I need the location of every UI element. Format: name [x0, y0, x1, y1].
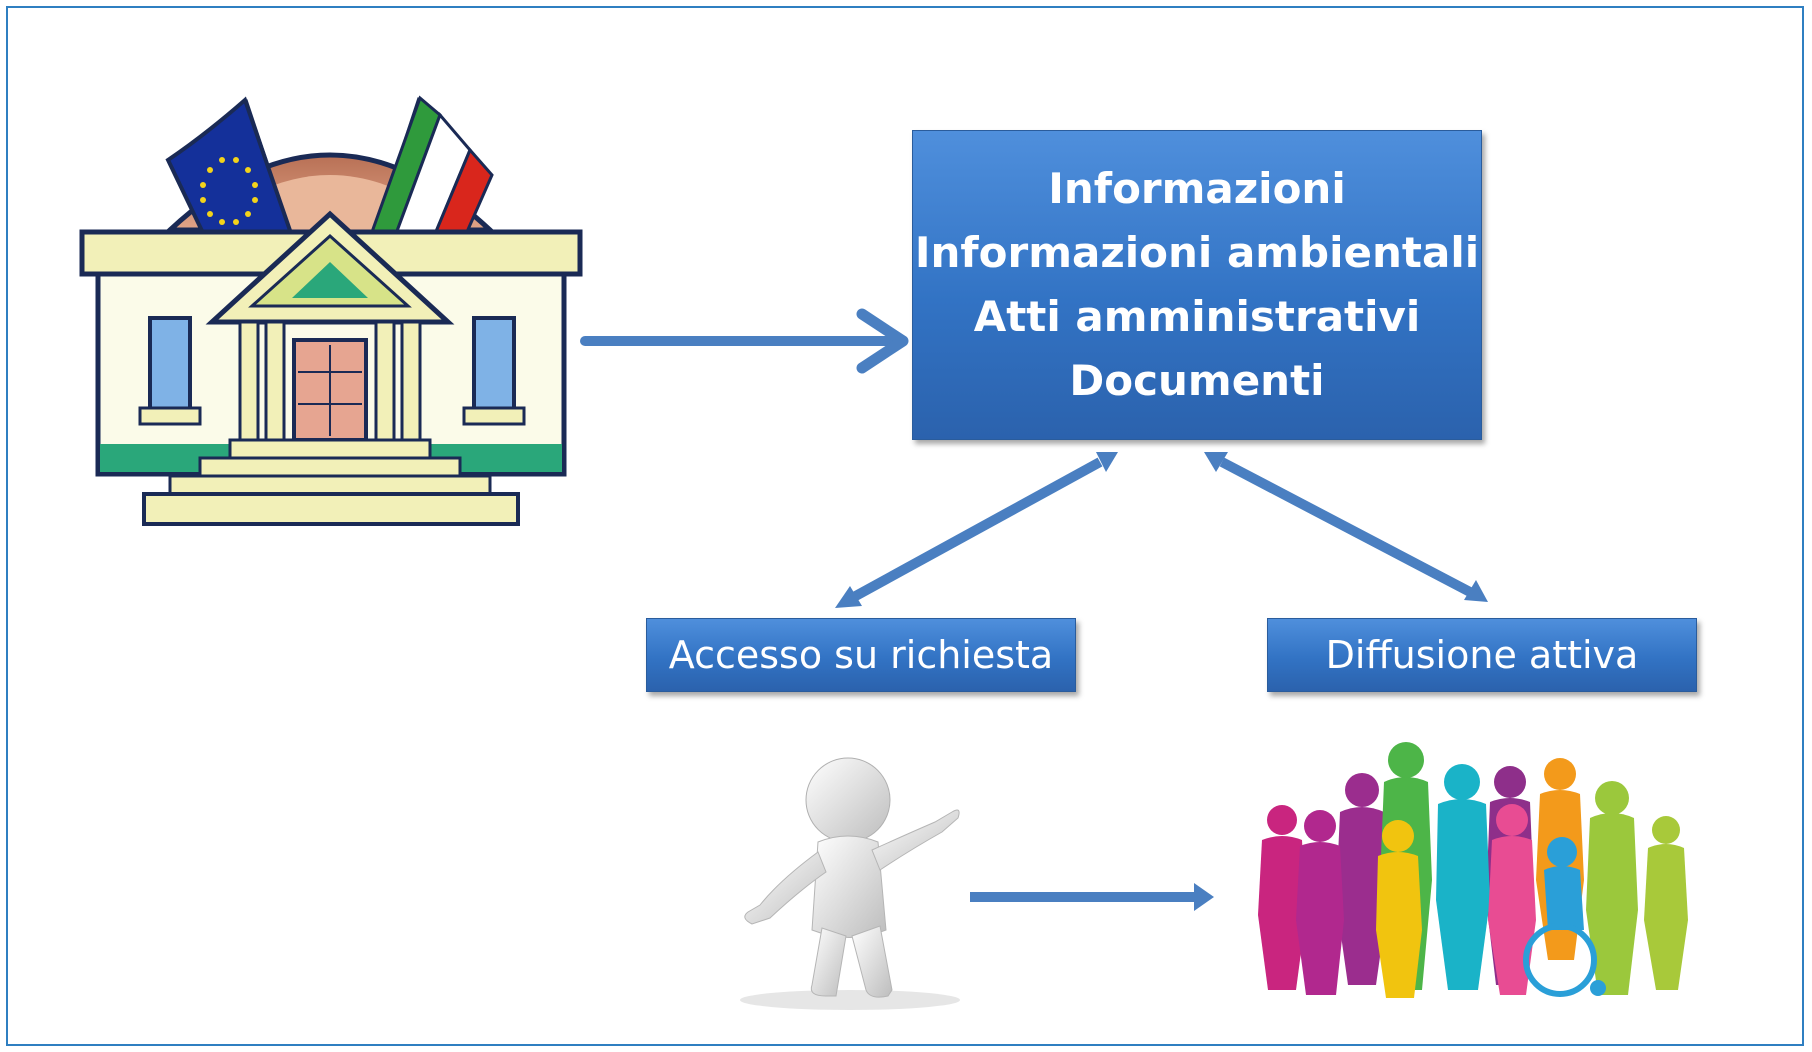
- active-diffusion-label: Diffusione attiva: [1325, 633, 1639, 677]
- arrow-info-to-active: [1204, 452, 1488, 602]
- crowd-person: [1258, 805, 1306, 990]
- crowd-person: [1436, 764, 1490, 990]
- information-box-line: Documenti: [1069, 356, 1325, 405]
- public-building-icon: [79, 95, 583, 526]
- information-box-line: Informazioni ambientali: [914, 228, 1480, 277]
- information-box-line: Atti amministrativi: [973, 292, 1421, 341]
- crowd-icon: [1258, 742, 1688, 998]
- crowd-person: [1644, 816, 1688, 990]
- active-diffusion-box: Diffusione attiva: [1267, 618, 1697, 692]
- access-on-request-box: Accesso su richiesta: [646, 618, 1076, 692]
- arrow-person-to-crowd: [936, 883, 1214, 911]
- crowd-person-wheelchair: [1523, 837, 1606, 997]
- information-box-line: Informazioni: [1048, 164, 1346, 213]
- crowd-person: [1336, 773, 1388, 985]
- crowd-person: [1296, 810, 1344, 995]
- slide-frame: [6, 6, 1804, 1046]
- crowd-person: [1376, 820, 1422, 998]
- person-icon: [730, 745, 970, 1010]
- arrow-building-to-info: [580, 308, 909, 374]
- access-on-request-label: Accesso su richiesta: [668, 633, 1054, 677]
- information-box: Informazioni Informazioni ambientali Att…: [912, 130, 1482, 440]
- arrow-info-to-request: [835, 452, 1118, 608]
- crowd-person: [1586, 781, 1638, 995]
